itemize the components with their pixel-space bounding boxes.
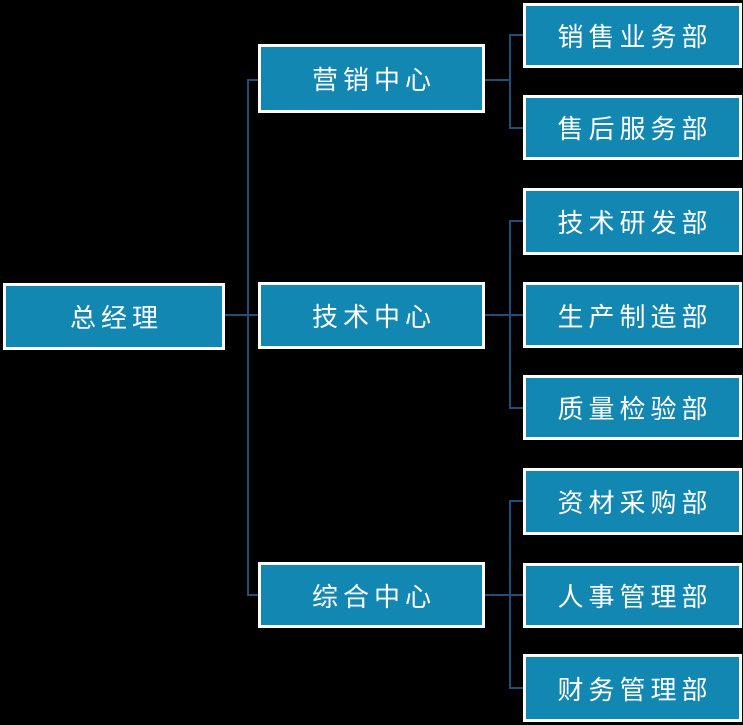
org-node-sales-business-dept[interactable]: 销售业务部 [523, 3, 742, 68]
org-node-after-sales-service-dept[interactable]: 售后服务部 [523, 95, 742, 160]
org-node-label: 生产制造部 [557, 301, 713, 332]
org-node-quality-inspection-dept[interactable]: 质量检验部 [523, 375, 742, 440]
org-node-technology-center[interactable]: 技术中心 [258, 282, 485, 349]
org-node-label: 营销中心 [311, 65, 436, 95]
org-node-marketing-center[interactable]: 营销中心 [258, 44, 485, 113]
org-node-label: 资材采购部 [557, 488, 713, 518]
org-node-label: 技术中心 [311, 302, 436, 332]
org-node-production-manufacturing-dept[interactable]: 生产制造部 [523, 282, 742, 348]
org-node-label: 质量检验部 [557, 394, 713, 424]
org-node-materials-procurement-dept[interactable]: 资材采购部 [523, 468, 742, 535]
org-node-label: 销售业务部 [557, 22, 713, 52]
org-node-general-manager[interactable]: 总经理 [3, 283, 225, 350]
org-node-label: 人事管理部 [557, 582, 713, 612]
org-node-label: 财务管理部 [557, 674, 713, 705]
org-node-label: 技术研发部 [557, 208, 713, 238]
org-node-hr-management-dept[interactable]: 人事管理部 [523, 563, 742, 628]
org-node-finance-management-dept[interactable]: 财务管理部 [523, 654, 742, 722]
org-node-rd-dept[interactable]: 技术研发部 [523, 188, 742, 255]
org-node-label: 售后服务部 [557, 114, 713, 144]
org-node-label: 总经理 [69, 303, 163, 333]
org-node-general-affairs-center[interactable]: 综合中心 [258, 562, 485, 628]
org-node-label: 综合中心 [311, 581, 436, 612]
